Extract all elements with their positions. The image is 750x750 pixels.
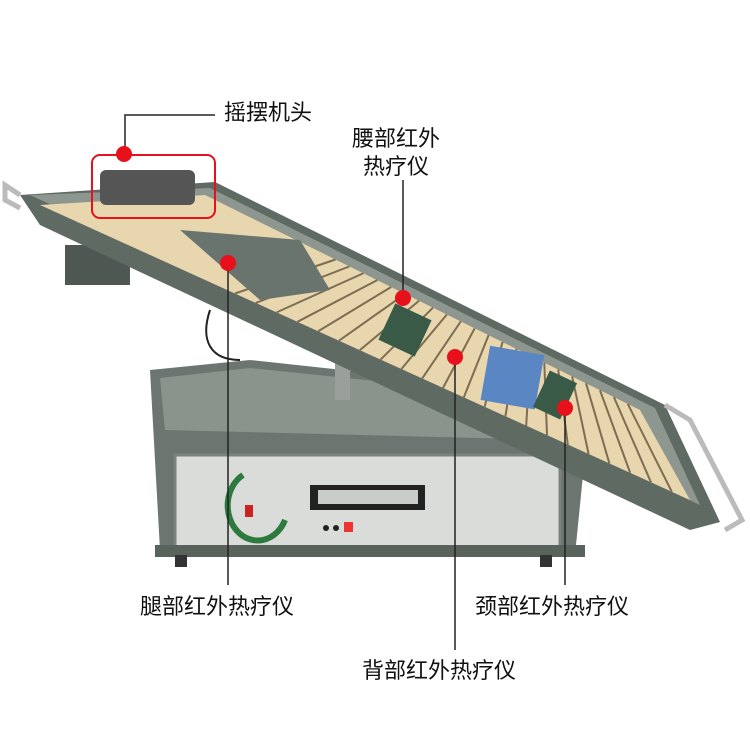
label-waist: 腰部红外 热疗仪: [352, 126, 440, 182]
bed-slat: [400, 313, 448, 370]
marker-back: [447, 349, 463, 365]
towel: [480, 345, 545, 410]
label-neck: 颈部红外热疗仪: [475, 595, 630, 620]
bed-slat: [571, 376, 590, 455]
swing-head-unit: [100, 170, 195, 205]
label-swing-head: 摇摆机头: [224, 101, 313, 126]
marker-leg: [220, 255, 236, 271]
label-waist-line1: 腰部红外: [352, 127, 441, 152]
bed-slat: [585, 383, 611, 464]
bed-slat: [599, 389, 632, 474]
bed-slat: [338, 293, 406, 342]
label-waist-line2: 热疗仪: [363, 155, 430, 180]
bed-slat: [626, 403, 673, 493]
bed-frame: [2, 170, 746, 533]
markers: [116, 146, 573, 416]
label-leg: 腿部红外热疗仪: [140, 595, 295, 620]
bed-slat: [296, 279, 378, 323]
marker-waist: [395, 290, 411, 306]
bed-slat: [462, 334, 490, 398]
marker-swing-head: [116, 146, 132, 162]
swing-head-highlight: [91, 154, 216, 219]
bed-slat: [276, 272, 364, 314]
marker-neck: [557, 400, 573, 416]
label-back: 背部红外热疗仪: [362, 659, 517, 684]
bed-slat: [612, 396, 652, 483]
bed-slat: [421, 320, 462, 380]
logo-seal: [245, 505, 253, 517]
callout-lines: [124, 114, 566, 650]
logo-swoosh: [224, 472, 288, 544]
bed-slat: [317, 286, 392, 333]
